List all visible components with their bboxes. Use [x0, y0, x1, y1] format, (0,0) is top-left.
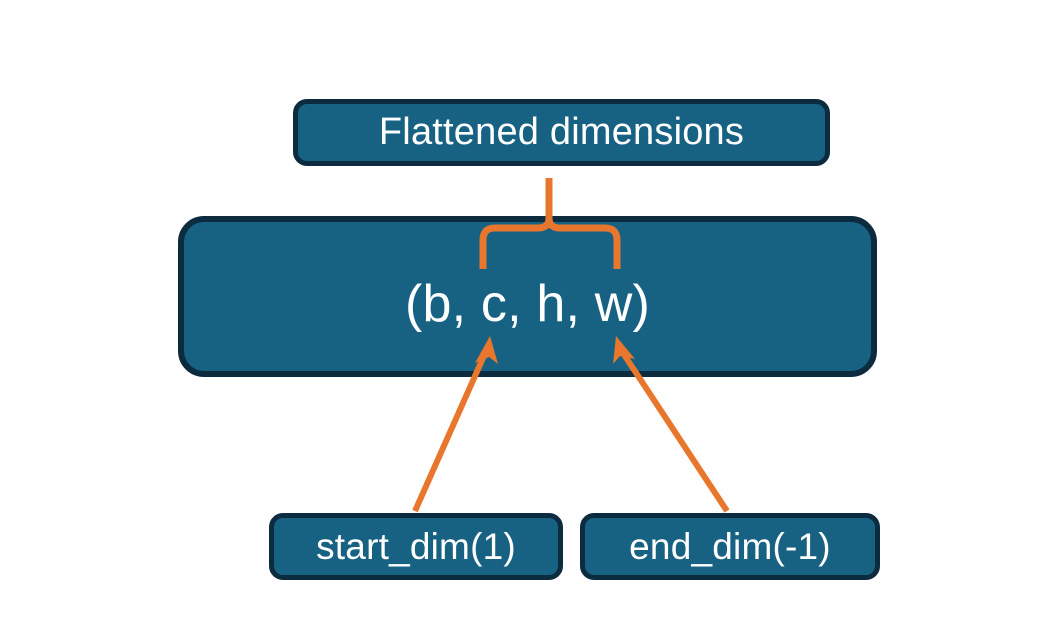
flattened-dimensions-box[interactable]: Flattened dimensions	[293, 99, 830, 166]
flattened-dimensions-label: Flattened dimensions	[378, 111, 745, 153]
end-dim-box[interactable]: end_dim(-1)	[580, 513, 880, 580]
end-dim-label: end_dim(-1)	[629, 525, 831, 567]
start-dim-box[interactable]: start_dim(1)	[269, 513, 563, 580]
start-dim-label: start_dim(1)	[316, 525, 516, 567]
tensor-shape-label: (b, c, h, w)	[404, 275, 651, 333]
tensor-shape-box[interactable]: (b, c, h, w)	[178, 216, 877, 377]
